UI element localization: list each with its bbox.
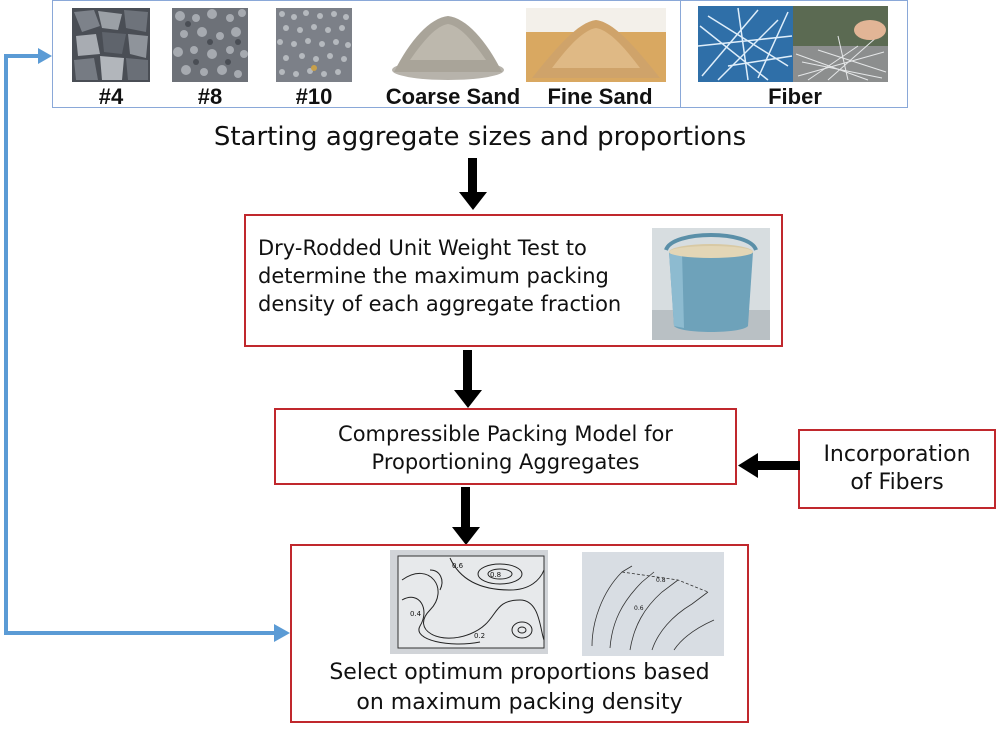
contour-label-4: 0.8 <box>656 577 666 584</box>
select-line-1: Select optimum proportions based <box>329 660 710 685</box>
arrow-left-fibers <box>738 453 800 478</box>
select-step-text: Select optimum proportions based on maxi… <box>292 658 747 718</box>
label-no10: #10 <box>295 84 333 109</box>
cpm-step-box: Compressible Packing Model for Proportio… <box>274 408 737 485</box>
drut-step-text: Dry-Rodded Unit Weight Test to determine… <box>258 234 658 318</box>
gravel-no4-image <box>72 8 150 82</box>
label-fine-sand: Fine Sand <box>547 84 653 109</box>
arrow-down-1 <box>459 158 487 210</box>
fibers-line-1: Incorporation <box>823 442 971 467</box>
fibers-step-box: Incorporation of Fibers <box>798 429 996 509</box>
fine-sand-image <box>526 8 666 82</box>
feedback-arrow <box>4 48 290 642</box>
cpm-line-1: Compressible Packing Model for <box>338 422 673 446</box>
panel-divider <box>680 0 681 108</box>
contour-plot-1: 0.8 0.6 0.4 0.2 <box>390 550 548 654</box>
select-line-2: on maximum packing density <box>356 690 683 715</box>
fibers-step-text: Incorporation of Fibers <box>800 431 994 497</box>
fibers-line-2: of Fibers <box>850 470 944 495</box>
arrow-down-2 <box>454 350 482 408</box>
arrow-down-3 <box>452 487 480 545</box>
gravel-no8-image <box>172 8 248 82</box>
drut-line-3: density of each aggregate fraction <box>258 292 622 316</box>
select-step-box: 0.8 0.6 0.4 0.2 0.8 0.6 Select optimum p… <box>290 544 749 723</box>
label-fiber: Fiber <box>768 84 822 109</box>
drut-line-2: determine the maximum packing <box>258 264 609 288</box>
caption-starting-aggregates: Starting aggregate sizes and proportions <box>213 122 747 152</box>
contour-label-5: 0.6 <box>634 605 644 612</box>
contour-label-1: 0.6 <box>452 562 464 570</box>
contour-plot-2: 0.8 0.6 <box>582 552 724 656</box>
cpm-line-2: Proportioning Aggregates <box>371 450 640 474</box>
fiber-image <box>698 6 888 82</box>
coarse-sand-image <box>390 10 506 82</box>
gravel-no10-image <box>276 8 352 82</box>
contour-label-0: 0.8 <box>490 571 501 579</box>
drut-line-1: Dry-Rodded Unit Weight Test to <box>258 236 587 260</box>
drut-step-box: Dry-Rodded Unit Weight Test to determine… <box>244 214 783 347</box>
contour-label-2: 0.4 <box>410 610 422 618</box>
label-coarse-sand: Coarse Sand <box>385 84 521 109</box>
cpm-step-text: Compressible Packing Model for Proportio… <box>276 410 735 476</box>
contour-label-3: 0.2 <box>474 632 485 640</box>
bucket-image <box>652 228 770 340</box>
label-no4: #4 <box>98 84 124 109</box>
label-no8: #8 <box>197 84 223 109</box>
